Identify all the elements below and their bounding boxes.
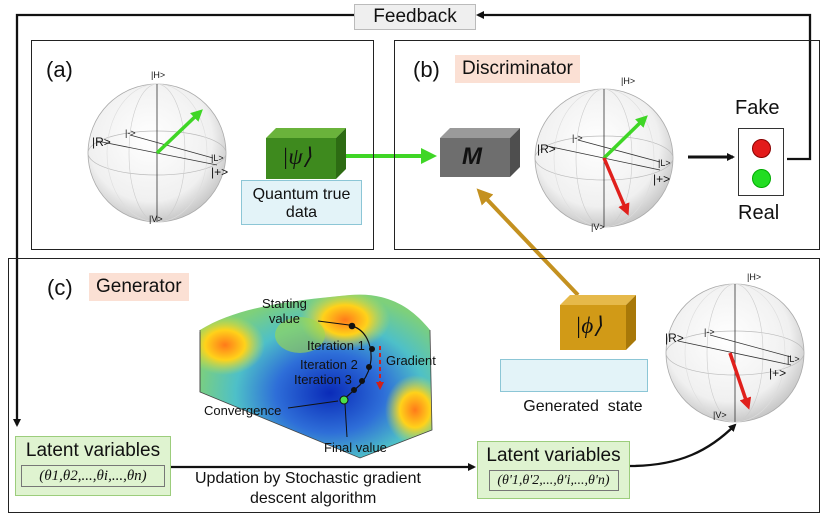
bloch-b-v-label: |V> <box>591 222 605 232</box>
real-light <box>752 169 771 188</box>
bloch-b-plus-label: |+> <box>653 172 671 186</box>
iteration-3-point <box>359 378 365 384</box>
bloch-a-minus-label: |-> <box>125 128 136 138</box>
bloch-sphere-a <box>87 83 227 223</box>
red-state-arrow-b <box>602 157 630 216</box>
phi-symbol: |ϕ⟩ <box>575 313 603 338</box>
starting-value-label: Starting value <box>262 296 307 326</box>
bloch-b-minus-label: |-> <box>572 133 583 143</box>
fake-label: Fake <box>735 97 780 119</box>
latent-right-title: Latent variables <box>486 445 621 466</box>
latent-variables-right: Latent variables (θ'1,θ'2,...,θ'i,...,θ'… <box>477 441 630 499</box>
green-state-arrow-b <box>602 115 648 160</box>
feedback-label: Feedback <box>354 4 476 30</box>
discriminator-title: Discriminator <box>455 55 580 83</box>
traffic-light <box>738 128 784 196</box>
final-point <box>339 395 349 405</box>
latent-left-title: Latent variables <box>25 440 161 461</box>
panel-c: (c) Generator <box>8 258 820 513</box>
generated-state-box: Generated state <box>500 359 648 415</box>
panel-a-label: (a) <box>46 57 73 82</box>
update-text-line1: Updation by Stochastic gradient <box>195 470 421 487</box>
latent-variables-left: Latent variables (θ1,θ2,...,θi,...,θn) <box>15 436 171 496</box>
latent-right-formula: (θ'1,θ'2,...,θ'i,...,θ'n) <box>488 470 619 491</box>
iteration-2-point <box>366 364 372 370</box>
panel-b: (b) Discriminator <box>394 40 820 250</box>
bloch-a-h-label: |H> <box>151 70 166 80</box>
red-state-arrow-c <box>728 352 752 410</box>
latent-left-formula: (θ1,θ2,...,θi,...,θn) <box>21 465 165 487</box>
m-cube <box>440 128 520 177</box>
bloch-c-h-label: |H> <box>747 272 762 282</box>
bloch-sphere-c <box>665 283 805 423</box>
bloch-b-l-label: |L> <box>658 158 671 168</box>
iteration-4-point <box>351 387 357 393</box>
quantum-true-data-box: Quantum true data <box>241 180 362 225</box>
generated-state-label: Generated state <box>523 398 643 415</box>
bloch-a-v-label: |V> <box>149 214 163 224</box>
bloch-c-v-label: |V> <box>713 410 727 420</box>
bloch-b-h-label: |H> <box>621 76 636 86</box>
bloch-a-l-label: |L> <box>211 153 224 163</box>
bloch-c-minus-label: |-> <box>704 327 715 337</box>
quantum-true-data-label: Quantum true data <box>252 186 351 221</box>
phi-cube <box>560 295 636 350</box>
iteration-1-label: Iteration 1 <box>307 338 365 353</box>
iteration-2-label: Iteration 2 <box>300 357 358 372</box>
bloch-b-r-label: |R> <box>537 142 556 156</box>
panel-c-label: (c) <box>47 275 73 300</box>
bloch-c-r-label: |R> <box>665 331 684 345</box>
phi-to-m-arrow <box>476 188 580 297</box>
iteration-1-point <box>369 346 375 352</box>
panel-a: (a) <box>31 40 374 250</box>
feedback-line-left <box>13 13 354 427</box>
bloch-c-plus-label: |+> <box>769 366 787 380</box>
to-bloch-c-arrow <box>629 423 737 468</box>
fake-light <box>752 139 771 158</box>
start-point <box>348 322 356 330</box>
bloch-a-plus-label: |+> <box>211 165 229 179</box>
panel-b-label: (b) <box>413 57 440 82</box>
convergence-label: Convergence <box>204 403 282 418</box>
final-value-label: Final value <box>324 440 387 455</box>
bloch-a-r-label: |R> <box>92 135 111 149</box>
bloch-c-l-label: |L> <box>787 354 800 364</box>
psi-cube <box>266 128 346 179</box>
bloch-sphere-b <box>534 88 674 228</box>
feedback-line-right <box>476 11 812 161</box>
psi-symbol: |ψ⟩ <box>282 144 312 169</box>
update-text-line2: descent algorithm <box>250 490 377 507</box>
real-label: Real <box>738 202 780 224</box>
m-symbol: M <box>462 143 482 170</box>
iteration-3-label: Iteration 3 <box>294 372 352 387</box>
generator-title: Generator <box>89 273 189 301</box>
gradient-label: Gradient <box>386 353 436 368</box>
green-state-arrow-a <box>155 109 203 155</box>
